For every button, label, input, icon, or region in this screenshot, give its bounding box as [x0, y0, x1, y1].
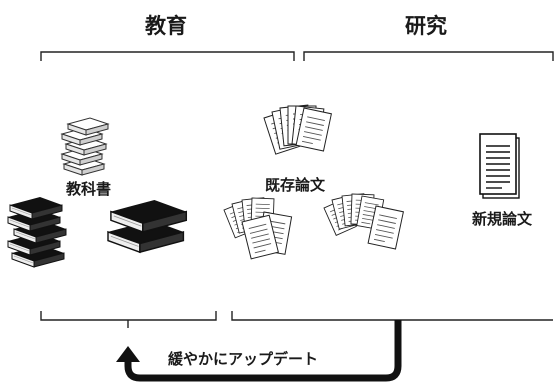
- document-icon: [479, 133, 520, 199]
- existing-papers-label: 既存論文: [265, 176, 326, 194]
- textbooks-label: 教科書: [66, 180, 112, 198]
- update-cycle-arrow: [124, 320, 402, 382]
- paper-pile-icon: [223, 197, 293, 260]
- new-papers-label: 新規論文: [472, 210, 533, 228]
- book-stack-icon: [107, 199, 188, 253]
- education-bracket: [40, 51, 295, 61]
- paper-pile-icon: [263, 104, 332, 155]
- book-stack-icon: [61, 117, 109, 176]
- papers-bracket: [231, 311, 553, 321]
- education-title: 教育: [145, 14, 187, 38]
- textbooks-bracket: [40, 311, 217, 321]
- book-stack-icon: [7, 196, 67, 268]
- arrowhead-icon: [116, 346, 140, 362]
- paper-pile-icon: [323, 193, 404, 250]
- research-title: 研究: [405, 14, 447, 38]
- research-bracket: [303, 51, 554, 61]
- update-caption: 緩やかにアップデート: [168, 350, 319, 368]
